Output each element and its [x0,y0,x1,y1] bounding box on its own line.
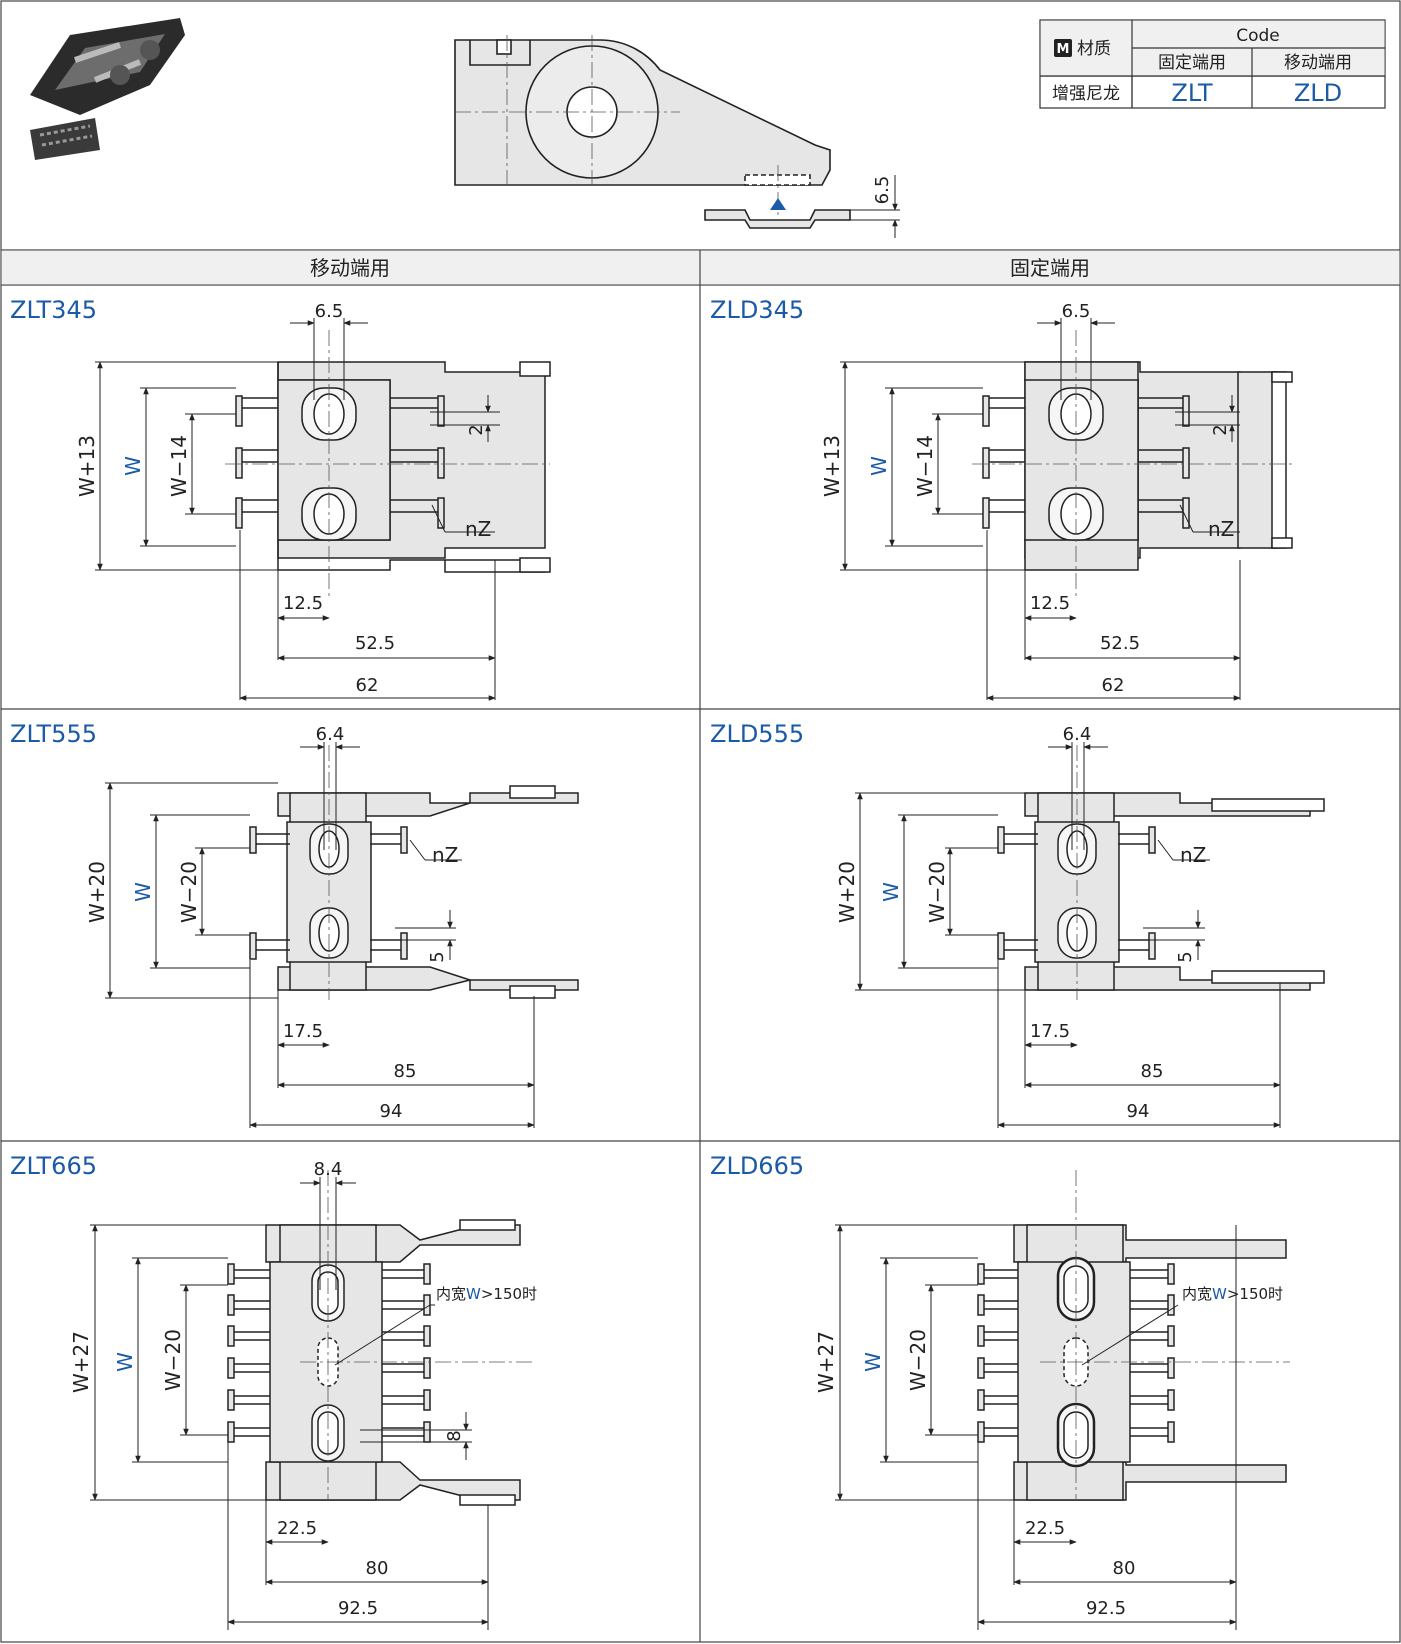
dim-hole-zlt345: 6.5 [315,301,344,322]
section-header-moving: 移动端用 [310,256,390,280]
dim-pitch-zlt665: 8 [444,1430,465,1441]
dim-d1-zlt345: 12.5 [283,593,323,614]
drawing-zld665: W+27 W W−20 内宽W>150时 22.5 80 92.5 [814,1170,1290,1630]
side-view-figure [454,39,851,229]
label-z-zld555: nZ [1180,843,1206,867]
dim-w-zlt555: W [131,882,155,902]
dim-inner-zlt345: W−14 [167,435,191,497]
material-badge [1054,39,1072,57]
up-arrow-icon [770,198,786,210]
dim-d1-zld345: 12.5 [1030,593,1070,614]
drawing-zld555: 6.4 W+20 W W−20 5 nZ 17.5 85 94 [835,724,1325,1128]
dim-pitch-zld555: 5 [1175,951,1196,962]
dim-total-zlt555: W+20 [85,861,109,923]
label-z-zlt345: nZ [465,517,491,541]
dim-hole-zlt555: 6.4 [316,724,345,745]
dim-inner-zlt555: W−20 [177,861,201,923]
material-value: 增强尼龙 [1052,84,1120,104]
panel-title-zld665: ZLD665 [710,1152,804,1180]
dim-hole-zld345: 6.5 [1062,301,1091,322]
drawing-zlt555: 6.4 W+20 W W−20 5 nZ 17.5 85 94 [85,724,579,1128]
section-header-fixed: 固定端用 [1010,256,1090,280]
material-badge-letter: M [1057,42,1070,57]
dim-inner-zlt665: W−20 [161,1329,185,1391]
panel-title-zlt555: ZLT555 [10,720,97,748]
dim-d3-zld555: 94 [1127,1101,1150,1122]
dim-pitch-zld345: 2 [1210,424,1231,435]
drawing-zlt665: 8.4 W+27 W W−20 8 内宽W>150时 22.5 80 92.5 [69,1159,537,1630]
dim-w-zld555: W [879,882,903,902]
code-header: Code [1236,26,1280,46]
code-fixed-value: ZLT [1171,79,1213,107]
dim-inner-zld665: W−20 [906,1329,930,1391]
dim-total-zlt345: W+13 [75,435,99,497]
dim-d2-zlt345: 52.5 [355,633,395,654]
fixed-end-header: 固定端用 [1158,53,1226,73]
dim-d2-zlt555: 85 [394,1061,417,1082]
label-z-zld345: nZ [1208,517,1234,541]
dim-pitch-zlt555: 5 [427,951,448,962]
panel-title-zld555: ZLD555 [710,720,804,748]
dim-d3-zlt665: 92.5 [338,1598,378,1619]
dim-w-zld345: W [867,456,891,476]
dim-w-zld665: W [861,1352,885,1372]
dim-hole-zld555: 6.4 [1063,724,1092,745]
dim-d1-zld555: 17.5 [1030,1021,1070,1042]
offset-dimension [850,175,900,238]
dim-d3-zld345: 62 [1102,675,1125,696]
dim-d3-zld665: 92.5 [1086,1598,1126,1619]
dim-total-zlt665: W+27 [69,1331,93,1393]
dim-d1-zlt555: 17.5 [283,1021,323,1042]
label-z-zlt555: nZ [432,843,458,867]
dim-w-zlt345: W [121,456,145,476]
dim-d2-zld345: 52.5 [1100,633,1140,654]
product-photo [30,18,185,160]
panel-title-zlt345: ZLT345 [10,296,97,324]
note-zld665: 内宽W>150时 [1182,1285,1283,1303]
offset-value: 6.5 [872,176,893,205]
drawing-zld345: 6.5 W+13 W W−14 2 nZ 12.5 52.5 62 [820,301,1295,701]
dim-d1-zlt665: 22.5 [277,1518,317,1539]
dim-hole-zlt665: 8.4 [314,1159,343,1180]
note-zlt665: 内宽W>150时 [436,1285,537,1303]
dim-d2-zlt665: 80 [366,1558,389,1579]
moving-end-header: 移动端用 [1284,53,1352,73]
panel-title-zld345: ZLD345 [710,296,804,324]
dim-inner-zld345: W−14 [913,435,937,497]
dim-inner-zld555: W−20 [925,861,949,923]
panel-title-zlt665: ZLT665 [10,1152,97,1180]
dim-d2-zld665: 80 [1113,1558,1136,1579]
dim-d3-zlt555: 94 [380,1101,403,1122]
dim-total-zld345: W+13 [820,435,844,497]
drawing-zlt345: 6.5 W+13 W W−14 2 nZ 12.5 52.5 62 [75,301,551,701]
dim-d1-zld665: 22.5 [1025,1518,1065,1539]
dim-total-zld665: W+27 [814,1331,838,1393]
code-moving-value: ZLD [1294,79,1342,107]
dim-pitch-zlt345: 2 [466,424,487,435]
dim-total-zld555: W+20 [835,861,859,923]
dim-w-zlt665: W [113,1352,137,1372]
dim-d3-zlt345: 62 [356,675,379,696]
material-header: 材质 [1077,39,1111,59]
dim-d2-zld555: 85 [1141,1061,1164,1082]
